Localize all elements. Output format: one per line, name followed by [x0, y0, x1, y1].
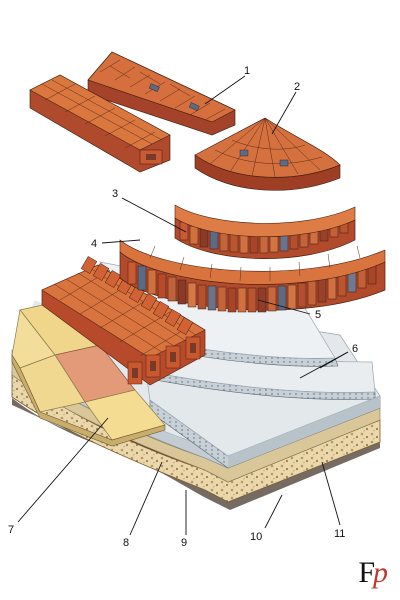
callout-labels: 1 2 3 4 5 6 7 8 9 10 11 — [8, 65, 358, 549]
logo-letter-f: F — [358, 556, 375, 589]
label-4: 4 — [91, 238, 97, 250]
label-11: 11 — [334, 528, 345, 540]
label-10: 10 — [250, 531, 262, 543]
logo-letter-p: p — [373, 556, 388, 589]
label-1: 1 — [244, 65, 250, 77]
paving-tiles — [11, 299, 166, 447]
label-7: 7 — [8, 524, 14, 536]
curved-brick-step — [119, 204, 386, 313]
label-2: 2 — [294, 81, 300, 93]
label-8: 8 — [123, 537, 129, 549]
label-5: 5 — [315, 309, 321, 321]
label-6: 6 — [352, 343, 358, 355]
label-9: 9 — [181, 537, 187, 549]
stacked-brick-row — [29, 74, 171, 173]
label-3: 3 — [112, 188, 118, 200]
leader-lines — [17, 75, 349, 536]
fan-brick-panel — [194, 117, 341, 191]
herringbone-brick-panel — [87, 51, 236, 136]
site-logo: Fp — [358, 556, 388, 590]
brick-edging — [41, 256, 206, 386]
